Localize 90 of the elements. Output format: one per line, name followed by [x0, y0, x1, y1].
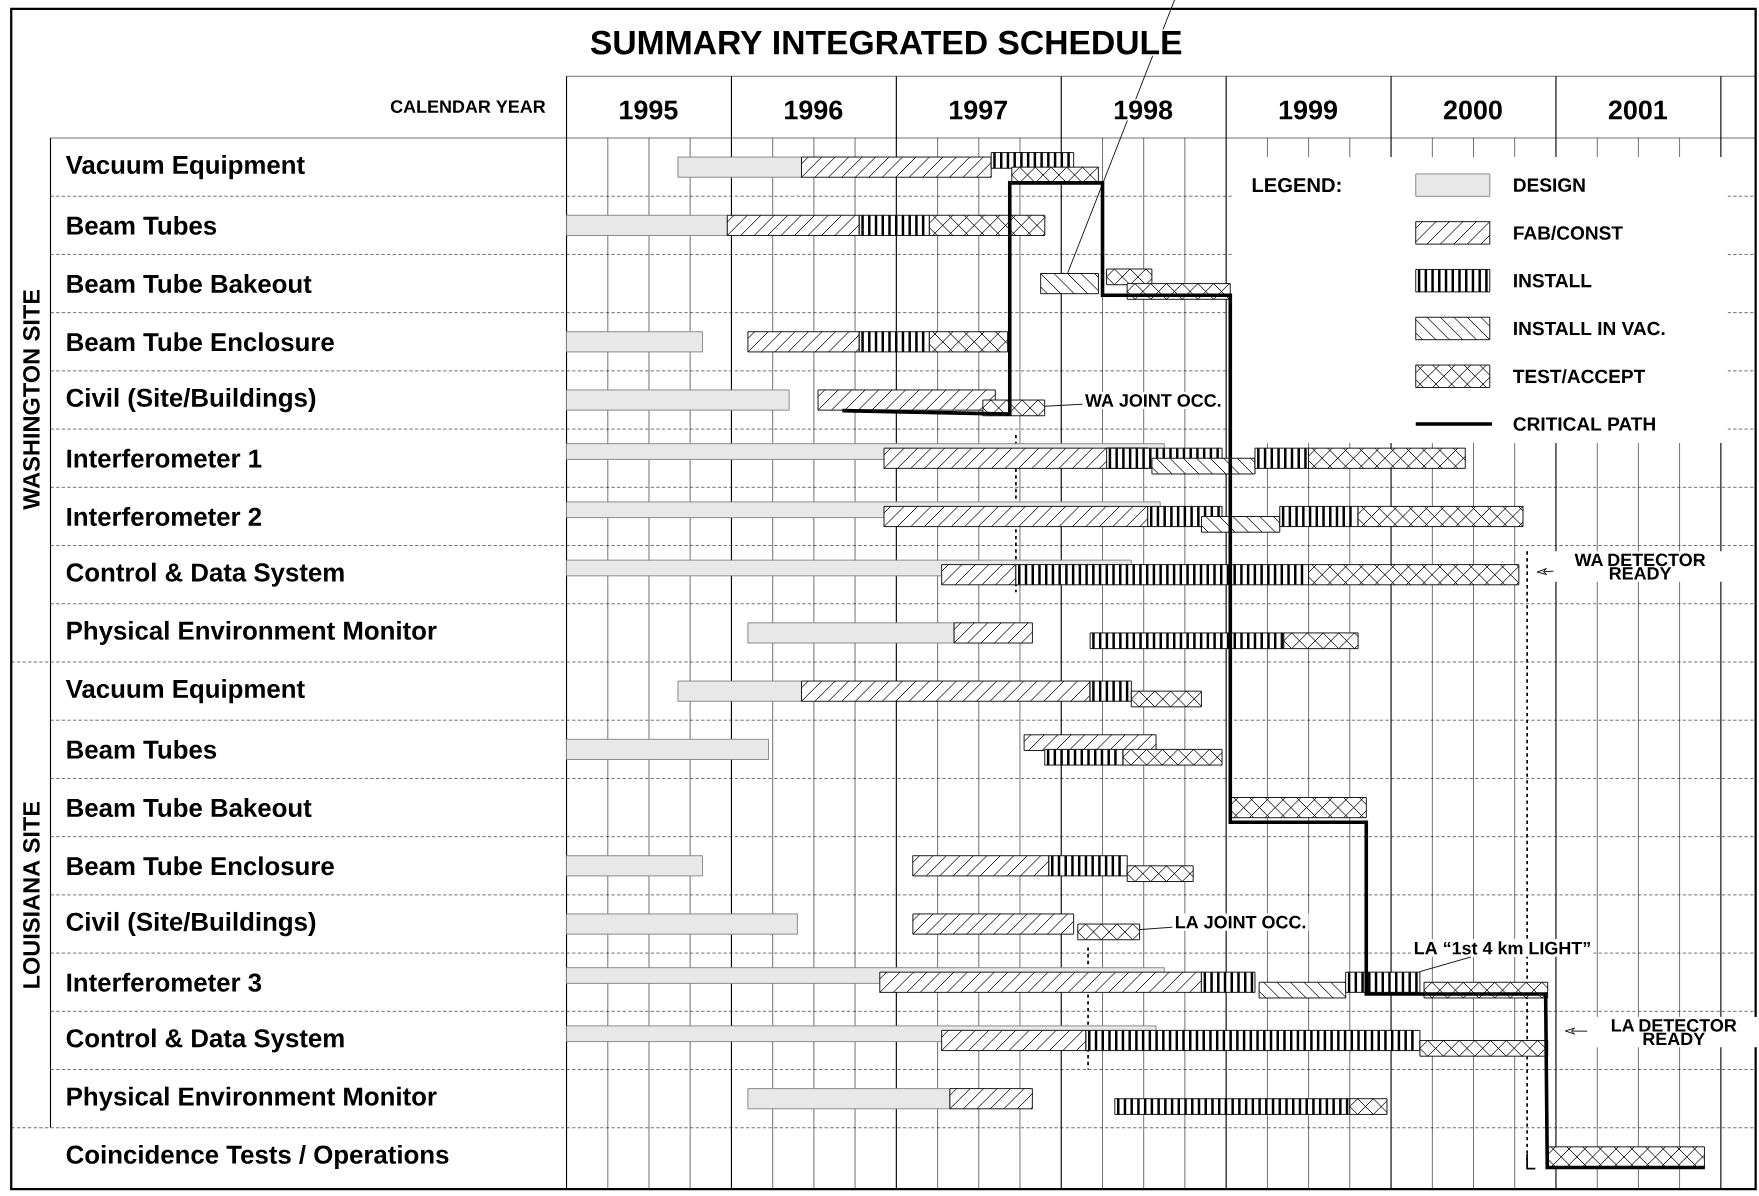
gantt-bar: [1130, 690, 1202, 708]
gantt-bar: [566, 738, 769, 760]
gantt-bar: [1040, 273, 1099, 295]
row-label: Interferometer 1: [67, 448, 262, 468]
gantt-bar: [726, 214, 860, 236]
row-label: Civil (Site/Buildings): [66, 388, 316, 413]
gantt-bar: [941, 1030, 1087, 1052]
legend-label: CRITICAL PATH: [1513, 417, 1655, 431]
site-label: WASHINGTON SITE: [23, 290, 40, 510]
row-label: Beam Tube Enclosure: [67, 856, 334, 876]
gantt-bar: [1077, 923, 1141, 941]
annotation-label: LA “1st 4 km LIGHT”: [1411, 939, 1594, 957]
year-label: 1996: [782, 99, 845, 121]
gantt-bar: [566, 214, 728, 236]
gantt-bar: [747, 331, 860, 353]
gantt-bar: [1279, 505, 1359, 528]
gantt-bar: [1122, 749, 1223, 766]
gantt-bar: [1258, 981, 1347, 999]
row-label: Beam Tube Bakeout: [67, 274, 312, 294]
year-label: 2000: [1441, 99, 1504, 121]
leader-line: [1044, 403, 1083, 407]
row-label: Interferometer 2: [67, 507, 262, 527]
gantt-bar: [566, 389, 790, 411]
gantt-bar: [1229, 797, 1367, 819]
annotation-label: LA DETECTOR READY: [1587, 1016, 1759, 1048]
legend-label: TEST/ACCEPT: [1513, 369, 1646, 384]
gantt-bar: [1044, 748, 1124, 767]
row-label: Beam Tube Enclosure: [67, 332, 334, 352]
legend-label: DESIGN: [1514, 178, 1585, 192]
gantt-bar: [941, 564, 1017, 586]
title: SUMMARY INTEGRATED SCHEDULE: [588, 29, 1184, 56]
gantt-bar: [1023, 734, 1157, 752]
gantt-bar: [953, 622, 1033, 644]
gantt-bar: [1201, 516, 1281, 533]
gantt-bar: [1126, 865, 1194, 883]
gantt-bar: [677, 156, 802, 178]
gantt-bar: [1308, 564, 1520, 586]
gantt-bar: [747, 622, 955, 644]
year-label: 1995: [617, 99, 680, 121]
row-label: Control & Data System: [66, 1028, 344, 1053]
gantt-bar: [747, 1088, 951, 1110]
leader-line: [1139, 926, 1173, 931]
gantt-bar: [928, 331, 1009, 353]
leader-line: [1536, 568, 1554, 576]
gantt-bar: [1349, 1098, 1388, 1115]
gantt-bar: [1283, 632, 1359, 650]
gantt-bar: [912, 913, 1075, 935]
gantt-bar: [858, 214, 930, 237]
row-label: Vacuum Equipment: [65, 679, 305, 704]
year-label: 1998: [1112, 99, 1175, 121]
leader-line: [1419, 956, 1472, 973]
gantt-bar: [949, 1088, 1033, 1110]
annotation-label: WA JOINT OCC.: [1082, 391, 1224, 410]
gantt-bar: [566, 855, 703, 877]
gantt-bar: [566, 913, 798, 935]
gantt-bar: [928, 214, 1046, 236]
axis-label: CALENDAR YEAR: [390, 100, 546, 113]
row-label: Beam Tube Bakeout: [67, 798, 312, 818]
annotation-label: LA JOINT OCC.: [1172, 913, 1309, 931]
row-label: Vacuum Equipment: [65, 155, 305, 180]
site-label: LOUISIANA SITE: [23, 802, 40, 988]
leader-line: [1564, 1027, 1588, 1035]
annotation-label: WA DETECTOR READY: [1553, 551, 1727, 582]
gantt-bar: [1200, 971, 1256, 994]
year-label: 1997: [947, 99, 1010, 121]
legend-label: INSTALL: [1514, 274, 1592, 288]
gantt-bar: [1151, 457, 1256, 475]
row-label: Beam Tubes: [67, 739, 217, 759]
row-label: Physical Environment Monitor: [67, 1086, 437, 1111]
legend-title: LEGEND:: [1252, 178, 1341, 193]
gantt-bar: [990, 151, 1075, 170]
gantt-bar: [1254, 447, 1310, 470]
gantt-bar: [858, 330, 930, 354]
row-label: Beam Tubes: [67, 215, 217, 235]
gantt-bar: [1089, 679, 1132, 703]
legend-label: INSTALL IN VAC.: [1514, 321, 1665, 336]
row-label: Physical Environment Monitor: [67, 621, 437, 646]
legend-label: FAB/CONST: [1514, 225, 1623, 241]
gantt-bar: [1048, 854, 1128, 878]
gantt-bar: [566, 331, 703, 353]
row-label: Civil (Site/Buildings): [66, 912, 316, 937]
row-label: Control & Data System: [66, 562, 344, 587]
gantt-bar: [677, 680, 802, 702]
row-label: Coincidence Tests / Operations: [66, 1145, 449, 1170]
gantt-bar: [1345, 971, 1421, 994]
row-label: Interferometer 3: [67, 972, 262, 992]
year-label: 2001: [1606, 99, 1669, 121]
gantt-bar: [1106, 268, 1153, 286]
year-label: 1999: [1277, 99, 1340, 121]
gantt-bar: [912, 855, 1050, 877]
